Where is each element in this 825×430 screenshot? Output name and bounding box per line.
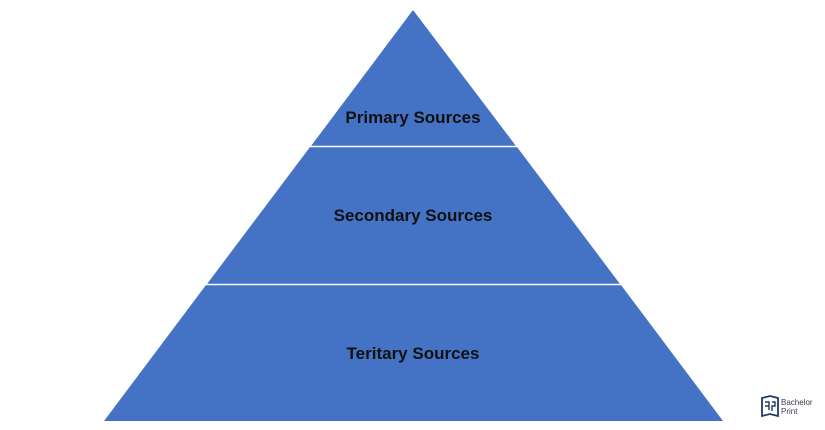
- pyramid-tier-top: [311, 10, 516, 146]
- book-icon-letter: [765, 401, 776, 411]
- book-icon-cover: [761, 395, 779, 418]
- logo-text-line1: Bachelor: [781, 398, 813, 407]
- pyramid-tier-bottom: [104, 285, 723, 421]
- book-icon: [761, 395, 779, 418]
- pyramid-tier-middle: [207, 147, 620, 284]
- tier-label-tertiary: Teritary Sources: [347, 344, 480, 363]
- tier-label-primary: Primary Sources: [345, 108, 480, 127]
- logo-text-line2: Print: [781, 407, 798, 416]
- bachelor-print-logo: Bachelor Print: [761, 395, 813, 418]
- tier-label-secondary: Secondary Sources: [334, 206, 493, 225]
